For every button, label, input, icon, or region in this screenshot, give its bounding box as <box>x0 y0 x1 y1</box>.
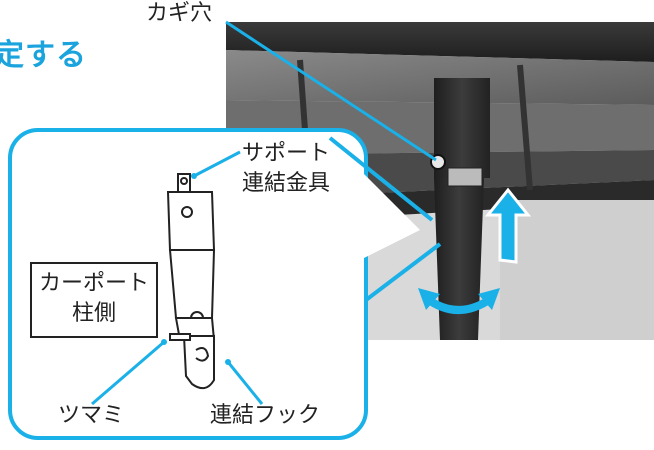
hook-leader <box>226 361 264 405</box>
support-bracket-icon <box>166 173 216 390</box>
carport-side-label: カーポート 柱側 <box>30 262 158 338</box>
tsumami-leader <box>91 340 165 406</box>
hook-label: 連結フック <box>210 403 321 428</box>
up-arrow-icon <box>484 187 532 264</box>
heading-text: 定する <box>0 38 87 73</box>
carport-label-line2: 柱側 <box>71 301 116 326</box>
support-label-line1: サポート <box>242 141 331 166</box>
carport-post <box>434 178 484 340</box>
keyhole-label: カギ穴 <box>146 1 213 26</box>
roof-beam-top <box>226 22 654 62</box>
tsumami-label: ツマミ <box>58 403 125 428</box>
support-label-line2: 連結金具 <box>242 171 331 196</box>
keyhole-leader <box>225 20 437 162</box>
carport-label-line1: カーポート <box>38 271 149 296</box>
support-leader <box>193 150 241 178</box>
